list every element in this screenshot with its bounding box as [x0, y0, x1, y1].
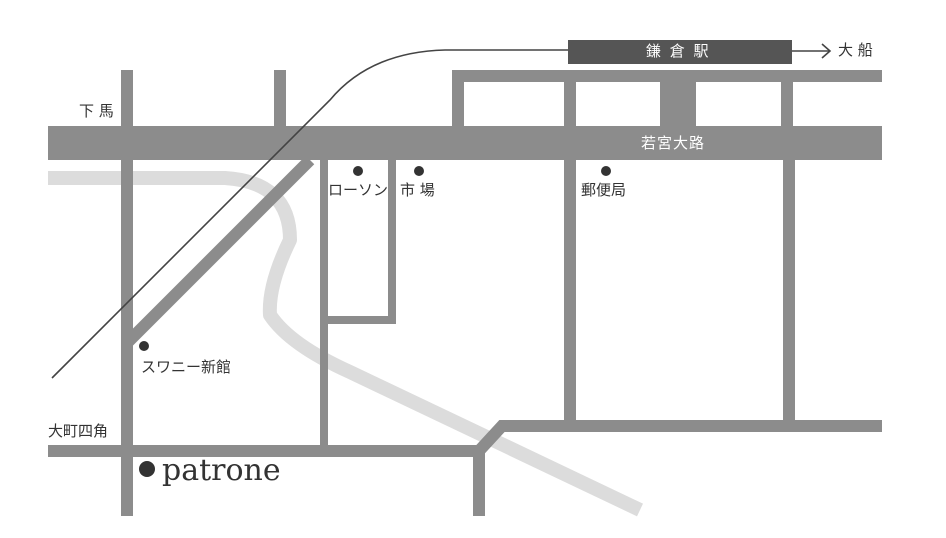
ofuna-label: 大 船	[838, 41, 873, 59]
swany-dot-icon	[139, 341, 149, 351]
road-diagonal	[122, 155, 315, 348]
post-label: 郵便局	[581, 181, 627, 199]
patrone-label: patrone	[162, 453, 281, 488]
station-label: 鎌 倉 駅	[646, 42, 711, 60]
walking-path	[48, 171, 644, 517]
road-station-connector	[660, 70, 696, 126]
omachi-label: 大町四角	[48, 422, 109, 440]
shimouma-label: 下 馬	[79, 102, 114, 120]
post-dot-icon	[601, 166, 611, 176]
road-lawson-loop	[324, 160, 396, 324]
wakamiya-label: 若宮大路	[641, 134, 706, 152]
ichiba-dot-icon	[414, 166, 424, 176]
lawson-label: ローソン	[328, 181, 389, 199]
railway-line	[51, 49, 572, 379]
road-south-east	[473, 420, 882, 516]
arrow-right-icon	[792, 43, 832, 59]
lawson-dot-icon	[353, 166, 363, 176]
location-dot-icon	[139, 461, 155, 477]
road-wakamiya	[48, 126, 882, 160]
ichiba-label: 市 場	[400, 181, 435, 199]
swany-label: スワニー新館	[141, 358, 232, 376]
station-bar	[568, 40, 792, 64]
